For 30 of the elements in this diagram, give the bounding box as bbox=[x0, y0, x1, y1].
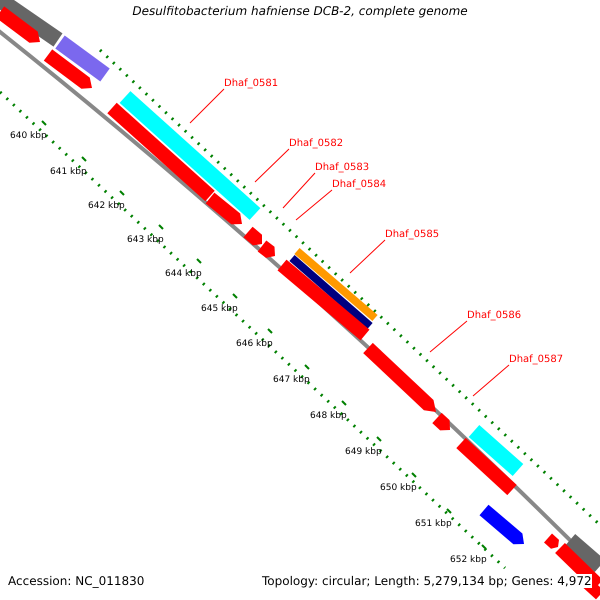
gene-label: Dhaf_0585 bbox=[385, 229, 440, 240]
scale-label: 648 kbp bbox=[310, 411, 347, 421]
leader-line bbox=[254, 148, 290, 182]
scale-label: 641 kbp bbox=[50, 167, 87, 177]
gene-label: Dhaf_0583 bbox=[315, 162, 370, 173]
gene-label: Dhaf_0584 bbox=[332, 179, 386, 190]
gene-label: Dhaf_0586 bbox=[467, 310, 522, 321]
leader-line bbox=[430, 320, 468, 352]
gene-label: Dhaf_0582 bbox=[289, 138, 344, 149]
scale-label: 650 kbp bbox=[380, 483, 417, 493]
scale-label: 651 kbp bbox=[415, 519, 452, 529]
scale-label: 652 kbp bbox=[450, 555, 487, 565]
scale-label: 640 kbp bbox=[10, 131, 47, 141]
gene-label: Dhaf_0587 bbox=[509, 354, 564, 365]
title: Desulfitobacterium hafniense DCB-2, complete genome bbox=[131, 4, 469, 18]
scale-label: 646 kbp bbox=[236, 339, 273, 349]
scale-label: 644 kbp bbox=[165, 269, 202, 279]
footer-text: Topology: circular; Length: 5,279,134 bp; Genes: 4,972 bbox=[262, 574, 592, 588]
scale-label: 649 kbp bbox=[345, 447, 382, 457]
footer-text: Accession: NC_011830 bbox=[8, 574, 144, 588]
scale-label: 643 kbp bbox=[127, 235, 164, 245]
scale-label: 642 kbp bbox=[88, 201, 125, 211]
scale-label: 647 kbp bbox=[273, 375, 310, 385]
leader-line bbox=[282, 172, 316, 208]
leader-line bbox=[350, 240, 386, 274]
leader-line bbox=[296, 190, 332, 220]
gene-label: Dhaf_0581 bbox=[224, 78, 278, 89]
leader-line bbox=[190, 88, 224, 124]
leader-line bbox=[472, 364, 510, 396]
scale-label: 645 kbp bbox=[201, 304, 238, 314]
